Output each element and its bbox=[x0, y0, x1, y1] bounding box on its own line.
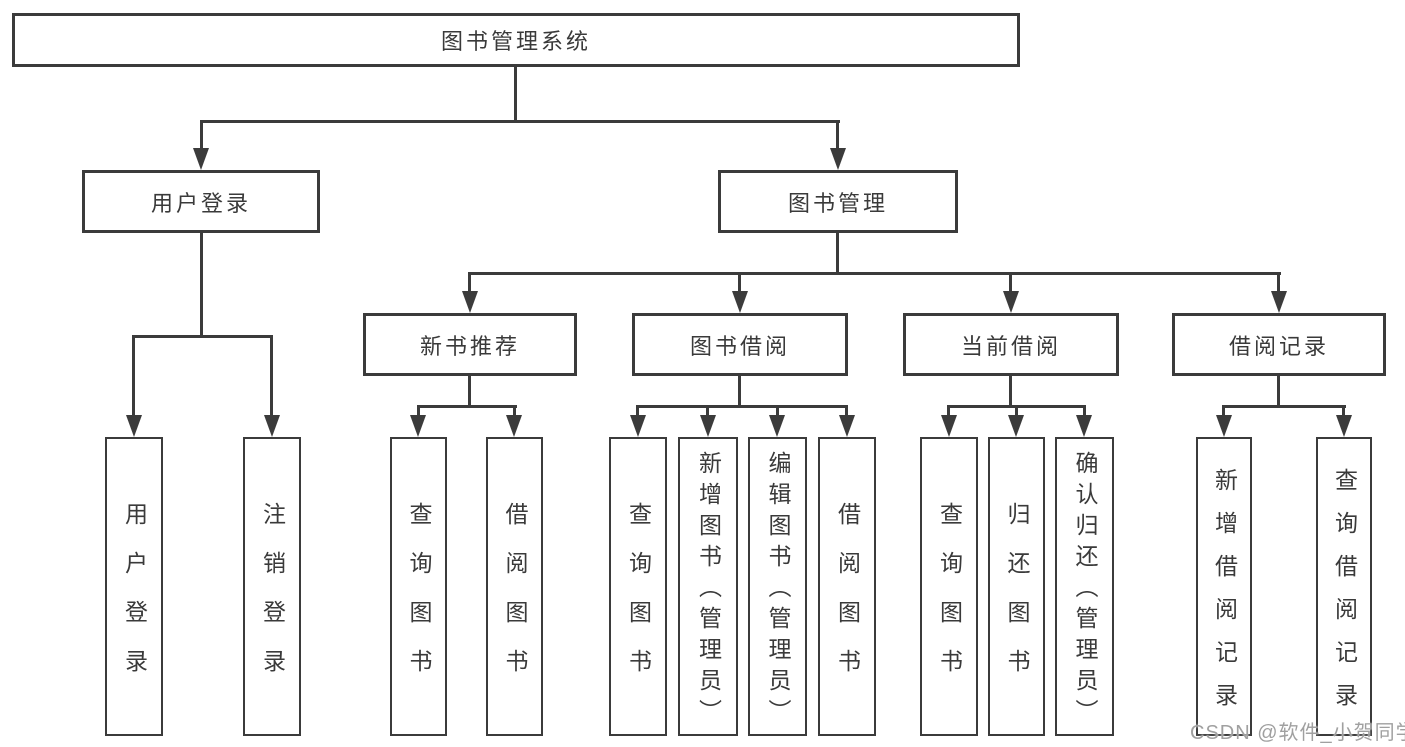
arrowhead-leaf-add-record bbox=[1216, 415, 1232, 437]
node-user-login: 用户登录 bbox=[82, 170, 320, 233]
arrowhead-borrowing-records bbox=[1271, 291, 1287, 313]
leaf-query-books-borrowing: 查询图书 bbox=[609, 437, 667, 736]
leaf-add-borrow-record: 新增借阅记录 bbox=[1196, 437, 1252, 736]
connector-to-book-management bbox=[836, 120, 839, 148]
connector-book-management-stem bbox=[836, 233, 839, 272]
leaf-add-borrow-record-label: 新增借阅记录 bbox=[1211, 467, 1238, 726]
leaf-query-borrow-record: 查询借阅记录 bbox=[1316, 437, 1372, 736]
connector-book-management-splitter bbox=[468, 272, 1281, 275]
leaf-borrow-books-recommend-label: 借阅图书 bbox=[502, 501, 528, 698]
connector-leaf-stub bbox=[1222, 405, 1225, 415]
node-book-borrowing: 图书借阅 bbox=[632, 313, 848, 376]
leaf-return-book: 归还图书 bbox=[988, 437, 1045, 736]
node-new-book-recommendation: 新书推荐 bbox=[363, 313, 577, 376]
arrowhead-new-book bbox=[462, 291, 478, 313]
leaf-borrow-books-borrowing-label: 借阅图书 bbox=[834, 501, 861, 698]
arrowhead-leaf-query-recommend bbox=[410, 415, 426, 437]
node-book-borrowing-label: 图书借阅 bbox=[689, 333, 790, 359]
connector-user-login-splitter bbox=[132, 335, 273, 338]
arrowhead-leaf-query-borrowing bbox=[630, 415, 646, 437]
leaf-user-login-label: 用户登录 bbox=[121, 501, 148, 698]
node-borrowing-records: 借阅记录 bbox=[1172, 313, 1386, 376]
arrowhead-leaf-add-book bbox=[700, 415, 716, 437]
leaf-edit-book-admin: 编辑图书（管理员） bbox=[748, 437, 807, 736]
leaf-user-login: 用户登录 bbox=[105, 437, 163, 736]
leaf-edit-book-admin-label: 编辑图书（管理员） bbox=[765, 451, 791, 730]
arrowhead-user-login bbox=[193, 148, 209, 170]
connector-current-borrowing-stem bbox=[1009, 376, 1012, 405]
connector-leaf-stub bbox=[1083, 405, 1086, 415]
connector-leaf-stub bbox=[776, 405, 779, 415]
connector-book-borrowing-splitter bbox=[636, 405, 848, 408]
node-new-book-recommendation-label: 新书推荐 bbox=[419, 333, 520, 359]
node-user-login-label: 用户登录 bbox=[150, 190, 251, 216]
node-current-borrowing-label: 当前借阅 bbox=[960, 333, 1061, 359]
connector-to-user-login bbox=[200, 120, 203, 148]
connector-leaf-stub bbox=[1015, 405, 1018, 415]
node-library-system: 图书管理系统 bbox=[12, 13, 1020, 67]
arrowhead-leaf-user-login bbox=[126, 415, 142, 437]
leaf-add-book-admin: 新增图书（管理员） bbox=[678, 437, 738, 736]
arrowhead-leaf-confirm-return bbox=[1076, 415, 1092, 437]
connector-leaf-stub bbox=[845, 405, 848, 415]
arrowhead-leaf-edit-book bbox=[769, 415, 785, 437]
leaf-query-books-recommend-label: 查询图书 bbox=[406, 501, 432, 698]
arrowhead-book-management bbox=[830, 148, 846, 170]
arrowhead-leaf-query-record bbox=[1336, 415, 1352, 437]
leaf-borrow-books-recommend: 借阅图书 bbox=[486, 437, 543, 736]
arrowhead-current-borrowing bbox=[1003, 291, 1019, 313]
connector-user-login-stem bbox=[200, 233, 203, 335]
connector-to-new-book bbox=[468, 272, 471, 291]
connector-borrowing-records-splitter bbox=[1222, 405, 1346, 408]
connector-to-current-borrowing bbox=[1009, 272, 1012, 291]
leaf-confirm-return-admin-label: 确认归还（管理员） bbox=[1072, 451, 1098, 730]
connector-book-borrowing-stem bbox=[738, 376, 741, 405]
connector-root-stem bbox=[514, 67, 517, 120]
connector-leaf-stub bbox=[947, 405, 950, 415]
connector-new-book-splitter bbox=[417, 405, 517, 408]
leaf-confirm-return-admin: 确认归还（管理员） bbox=[1055, 437, 1114, 736]
watermark-text: CSDN @软件_小贺同学 bbox=[1190, 722, 1405, 744]
connector-leaf-stub bbox=[636, 405, 639, 415]
connector-borrowing-records-stem bbox=[1277, 376, 1280, 405]
connector-leaf-stub bbox=[1342, 405, 1345, 415]
leaf-add-book-admin-label: 新增图书（管理员） bbox=[695, 451, 722, 730]
connector-leaf-stub bbox=[513, 405, 516, 415]
node-book-management: 图书管理 bbox=[718, 170, 958, 233]
connector-root-splitter bbox=[200, 120, 840, 123]
leaf-return-book-label: 归还图书 bbox=[1004, 501, 1030, 698]
node-book-management-label: 图书管理 bbox=[787, 190, 888, 216]
node-borrowing-records-label: 借阅记录 bbox=[1228, 333, 1329, 359]
arrowhead-leaf-borrow-borrowing bbox=[839, 415, 855, 437]
leaf-logout-label: 注销登录 bbox=[259, 501, 286, 698]
connector-leaf-stub bbox=[706, 405, 709, 415]
connector-to-borrowing-records bbox=[1277, 272, 1280, 291]
arrowhead-leaf-logout bbox=[264, 415, 280, 437]
leaf-query-books-current: 查询图书 bbox=[920, 437, 978, 736]
leaf-query-borrow-record-label: 查询借阅记录 bbox=[1331, 467, 1358, 726]
connector-leaf-stub bbox=[417, 405, 420, 415]
arrowhead-leaf-return-book bbox=[1008, 415, 1024, 437]
leaf-logout: 注销登录 bbox=[243, 437, 301, 736]
connector-new-book-stem bbox=[468, 376, 471, 405]
leaf-query-books-borrowing-label: 查询图书 bbox=[625, 501, 652, 698]
leaf-query-books-recommend: 查询图书 bbox=[390, 437, 447, 736]
connector-to-book-borrowing bbox=[738, 272, 741, 291]
node-library-system-label: 图书管理系统 bbox=[440, 29, 591, 54]
leaf-borrow-books-borrowing: 借阅图书 bbox=[818, 437, 876, 736]
arrowhead-book-borrowing bbox=[732, 291, 748, 313]
connector-to-leaf-user-login bbox=[132, 335, 135, 415]
arrowhead-leaf-query-current bbox=[941, 415, 957, 437]
leaf-query-books-current-label: 查询图书 bbox=[936, 501, 963, 698]
node-current-borrowing: 当前借阅 bbox=[903, 313, 1119, 376]
connector-to-leaf-logout bbox=[270, 335, 273, 415]
arrowhead-leaf-borrow-recommend bbox=[506, 415, 522, 437]
